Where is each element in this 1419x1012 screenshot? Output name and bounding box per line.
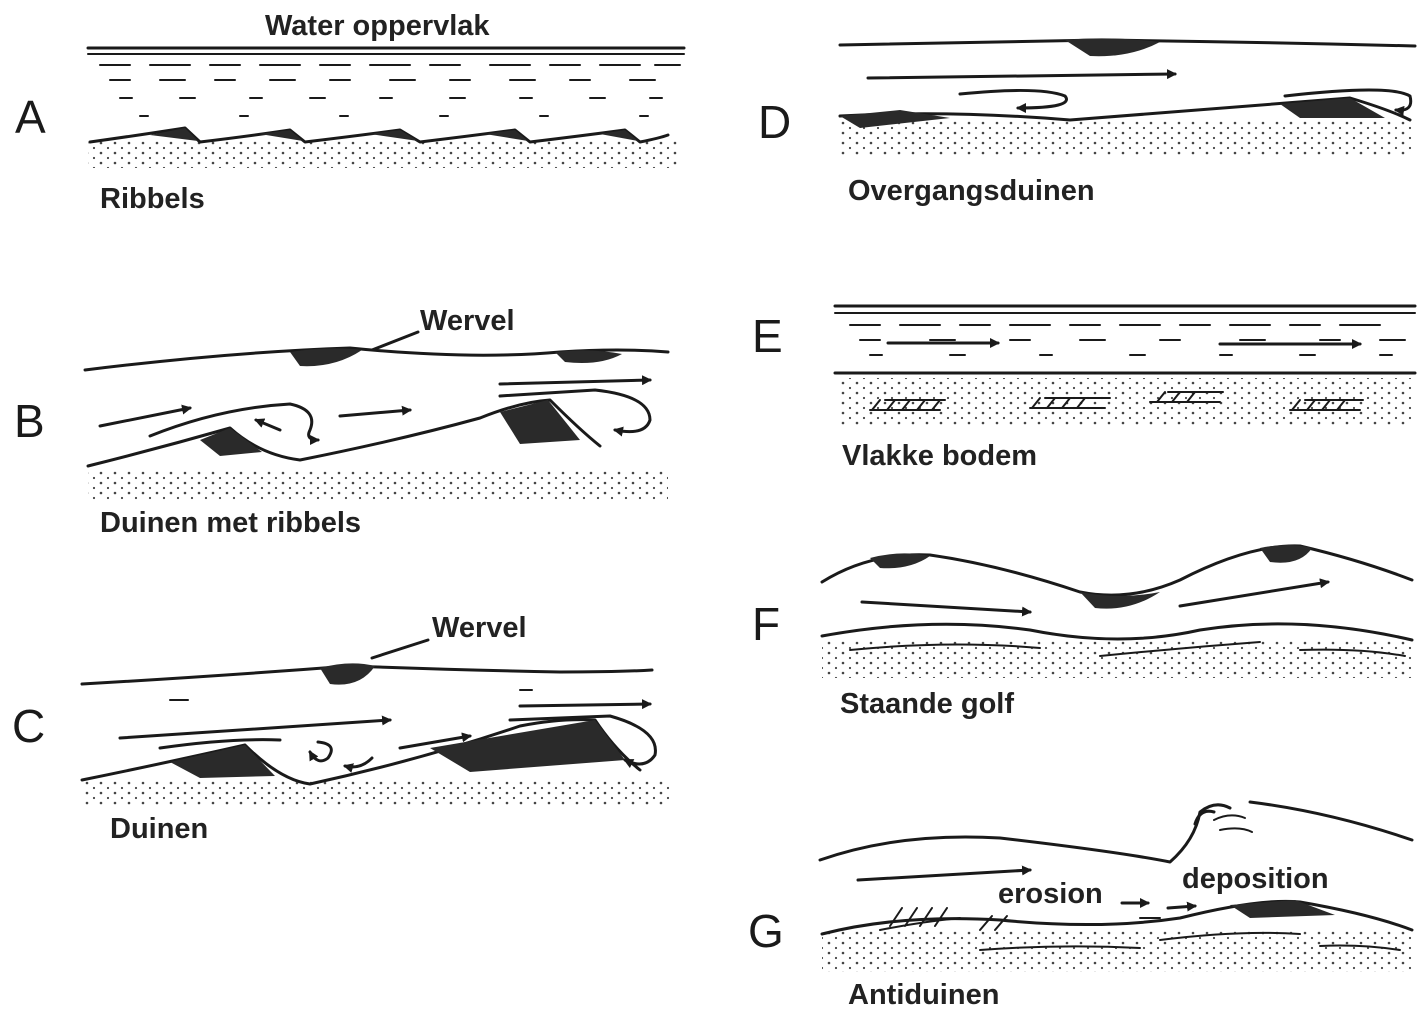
caption-vlakke-bodem: Vlakke bodem <box>842 440 1037 472</box>
caption-overgangsduinen: Overgangsduinen <box>848 175 1095 207</box>
panel-letter-b: B <box>14 395 45 447</box>
panel-a: Water oppervlak A Ribbels <box>15 10 684 215</box>
water-dashes <box>100 65 680 116</box>
caption-ribbels: Ribbels <box>100 183 205 215</box>
caption-staande-golf: Staande golf <box>840 688 1014 720</box>
panel-letter-g: G <box>748 905 784 957</box>
panel-b: Wervel B Duinen met ribbels <box>14 305 668 539</box>
vortex-label-c: Wervel <box>432 612 527 644</box>
deposition-label: deposition <box>1182 863 1329 895</box>
panel-letter-a: A <box>15 91 46 143</box>
water-dashes-e <box>850 325 1405 355</box>
panel-letter-e: E <box>752 310 783 362</box>
panel-letter-d: D <box>758 96 791 148</box>
panel-d: D Overgangsduinen <box>758 38 1415 207</box>
erosion-label: erosion <box>998 878 1103 910</box>
panel-g: erosion deposition G Antiduinen <box>748 802 1412 1011</box>
water-surface-label: Water oppervlak <box>265 10 490 42</box>
panel-e: E Vlakke bodem <box>752 306 1415 472</box>
caption-duinen-met-ribbels: Duinen met ribbels <box>100 507 361 539</box>
vortex-label-b: Wervel <box>420 305 515 337</box>
panel-c: Wervel C Duinen <box>12 612 670 845</box>
caption-duinen: Duinen <box>110 813 208 845</box>
panel-letter-f: F <box>752 598 780 650</box>
panel-letter-c: C <box>12 700 45 752</box>
panel-f: F Staande golf <box>752 545 1414 720</box>
caption-antiduinen: Antiduinen <box>848 979 999 1011</box>
